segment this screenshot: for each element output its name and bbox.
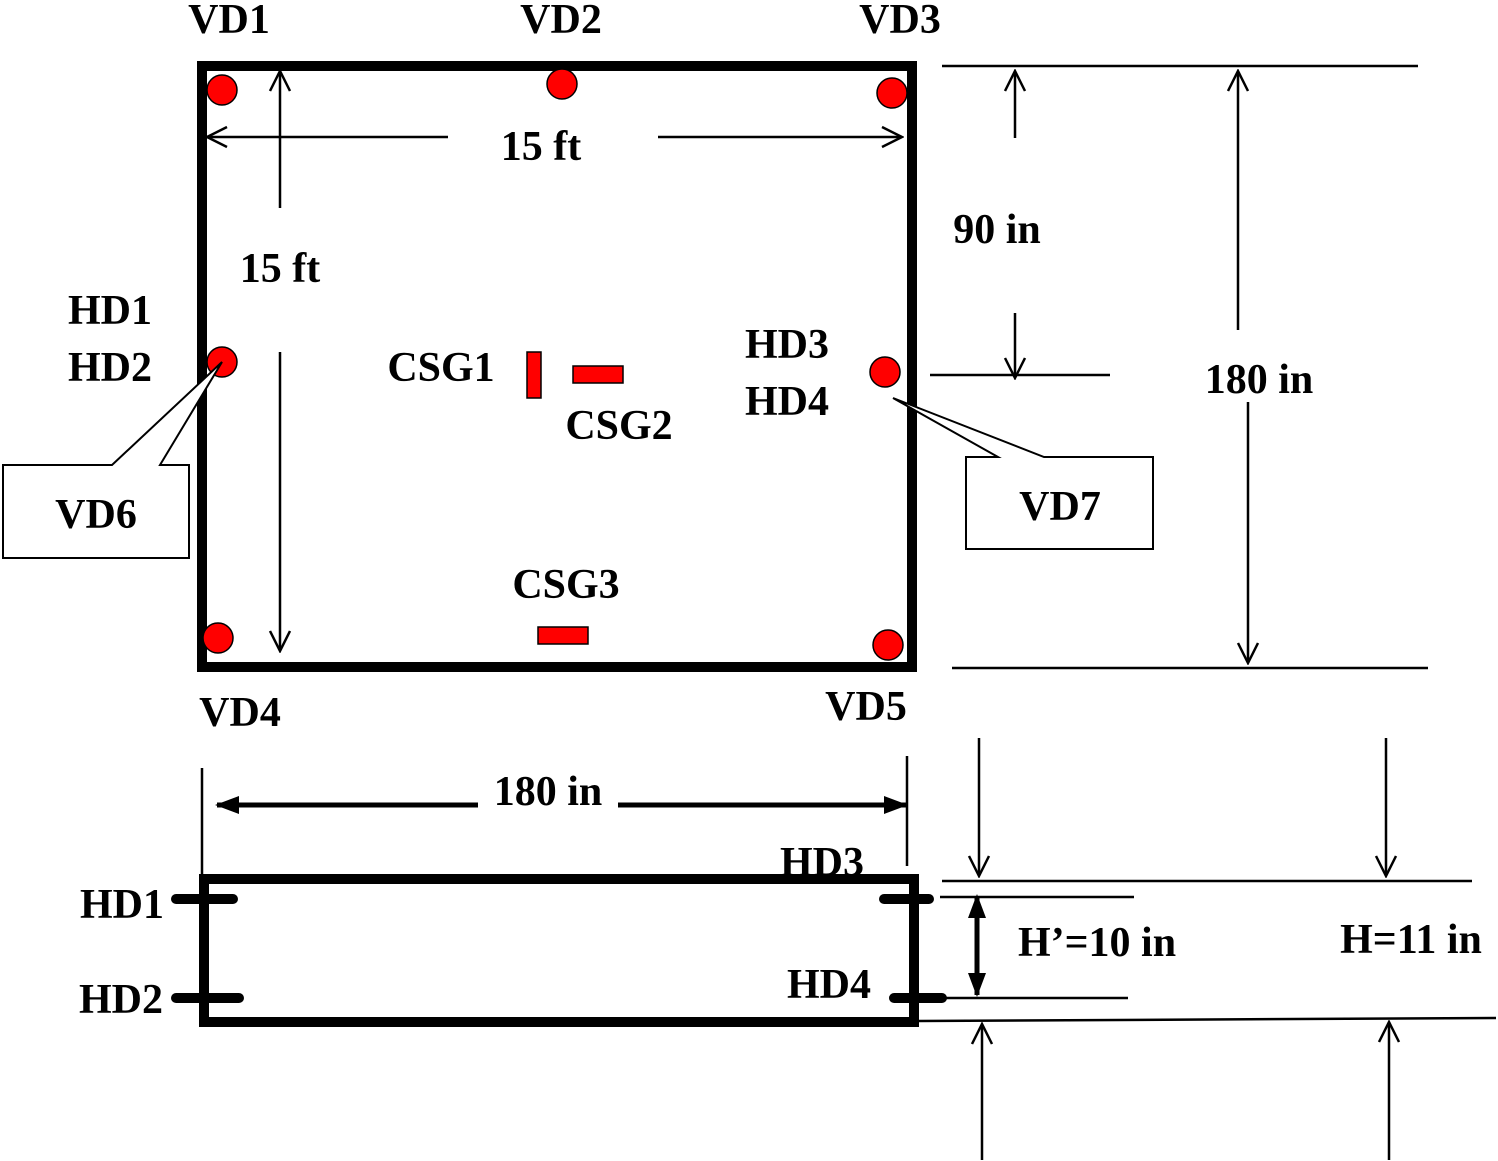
hd2-plan-label: HD2 <box>68 345 152 391</box>
section-sensor-stubs <box>171 894 947 1003</box>
csg2-gauge <box>572 365 624 384</box>
csg2-label: CSG2 <box>565 403 672 449</box>
vd2-label: VD2 <box>520 0 602 43</box>
vd4-label: VD4 <box>199 690 281 736</box>
section-bottom-extension <box>917 1016 1497 1023</box>
slab-plan-outline <box>197 61 917 672</box>
vd1-label: VD1 <box>188 0 270 43</box>
full-span-label: 180 in <box>1205 357 1314 403</box>
slab-section-outline <box>199 874 919 1027</box>
strain-gauges <box>526 351 624 645</box>
vd7-callout-label: VD7 <box>1019 484 1101 530</box>
hd3-section-label: HD3 <box>780 840 864 886</box>
hd1-plan-label: HD1 <box>68 288 152 334</box>
hd4-section-label: HD4 <box>787 962 871 1008</box>
csg1-gauge <box>526 351 542 399</box>
hd4-plan-label: HD4 <box>745 379 829 425</box>
plan-width-label: 15 ft <box>501 124 581 170</box>
vd4-sensor-dot <box>202 622 234 654</box>
displacement-sensors <box>202 68 908 661</box>
half-span-label: 90 in <box>953 207 1041 253</box>
hd3-plan-label: HD3 <box>745 322 829 368</box>
total-height-label: H=11 in <box>1340 917 1482 963</box>
csg1-label: CSG1 <box>387 345 494 391</box>
vd1-sensor-dot <box>206 74 238 106</box>
vd7-sensor-dot <box>869 356 901 388</box>
vd6-callout-label: VD6 <box>55 492 137 538</box>
hd1-section-label: HD1 <box>80 882 164 928</box>
vd6-callout: VD6 <box>2 361 223 559</box>
csg3-gauge <box>537 626 589 645</box>
vd3-sensor-dot <box>876 77 908 109</box>
vd3-label: VD3 <box>859 0 941 43</box>
vd7-callout: VD7 <box>892 397 1154 550</box>
vd5-sensor-dot <box>872 629 904 661</box>
plan-length-label: 15 ft <box>240 246 320 292</box>
section-span-label: 180 in <box>494 769 603 815</box>
inner-height-label: H’=10 in <box>1018 920 1176 966</box>
vd5-label: VD5 <box>825 684 907 730</box>
vd2-sensor-dot <box>546 68 578 100</box>
csg3-label: CSG3 <box>512 562 619 608</box>
hd2-section-label: HD2 <box>79 977 163 1023</box>
